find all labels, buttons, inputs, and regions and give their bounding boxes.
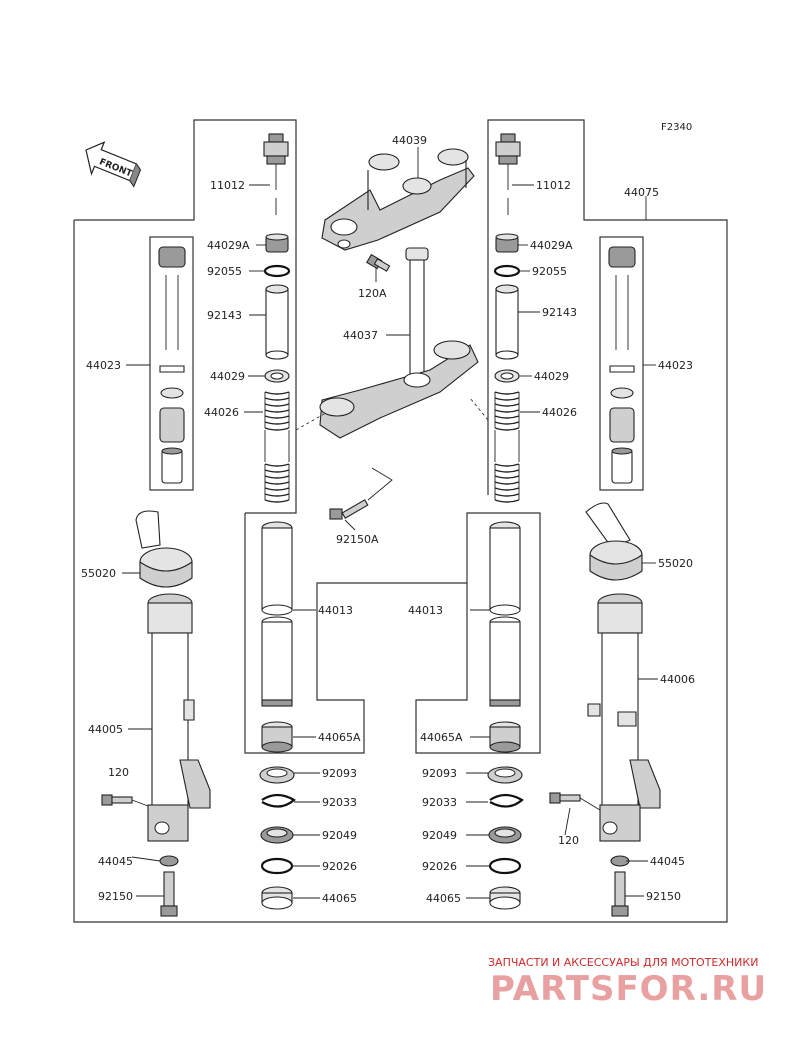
- left-bolt-120: [101, 794, 149, 807]
- label-92033-right: 92033: [422, 796, 457, 809]
- left-assembly-frame: [74, 119, 297, 495]
- label-44023-left: 44023: [86, 359, 121, 372]
- label-44029A-right: 44029A: [530, 239, 573, 252]
- label-44065A-right: 44065A: [420, 731, 463, 744]
- right-oil-seal-92049: [488, 826, 522, 844]
- right-top-cap-bolt: [495, 133, 521, 215]
- label-92143-right: 92143: [542, 306, 577, 319]
- right-spacer-92143: [495, 284, 519, 360]
- label-92150A: 92150A: [336, 533, 379, 546]
- center-frame-left: [244, 495, 488, 754]
- upper-triple-clamp-44039: [321, 148, 475, 251]
- lower-clamp-bolt-92150A: [329, 467, 393, 520]
- label-44013-right: 44013: [408, 604, 443, 617]
- right-inner-tube-44013: [489, 521, 521, 707]
- label-44029-right: 44029: [534, 370, 569, 383]
- right-bolt-120: [549, 792, 601, 811]
- diagram-code: F2340: [661, 122, 692, 133]
- right-clip-92033: [489, 793, 524, 808]
- label-92150-left: 92150: [98, 890, 133, 903]
- left-fork-protector-55020: [135, 510, 193, 588]
- label-92055-left: 92055: [207, 265, 242, 278]
- left-adjuster-44029A: [265, 233, 289, 253]
- left-washer-92026: [260, 857, 294, 875]
- right-outer-tube-44006: [587, 593, 661, 842]
- right-fork-protector-55020: [585, 502, 643, 581]
- right-guide-bush-44065A: [489, 721, 521, 753]
- label-44005: 44005: [88, 723, 123, 736]
- label-92026-left: 92026: [322, 860, 357, 873]
- label-44029-left: 44029: [210, 370, 245, 383]
- right-damper-frame: [599, 236, 644, 491]
- label-44026-right: 44026: [542, 406, 577, 419]
- right-spring-44026: [494, 391, 520, 503]
- left-guide-bush-44065A: [261, 721, 293, 753]
- left-oil-seal-92049: [260, 826, 294, 844]
- label-11012-right: 11012: [536, 179, 571, 192]
- left-spacer-92143: [265, 284, 289, 360]
- label-92150-right: 92150: [646, 890, 681, 903]
- right-dust-seal-92093: [487, 766, 523, 784]
- left-washer-44045: [159, 855, 179, 867]
- label-11012-left: 11012: [210, 179, 245, 192]
- left-damper-frame: [149, 236, 194, 491]
- label-92033-left: 92033: [322, 796, 357, 809]
- label-120-right: 120: [558, 834, 579, 847]
- center-frame-right: [415, 512, 541, 754]
- label-92055-right: 92055: [532, 265, 567, 278]
- label-44045-right: 44045: [650, 855, 685, 868]
- right-damper-rod-44023: [608, 246, 636, 484]
- label-92026-right: 92026: [422, 860, 457, 873]
- label-92093-left: 92093: [322, 767, 357, 780]
- label-44013-left: 44013: [318, 604, 353, 617]
- label-92049-left: 92049: [322, 829, 357, 842]
- left-damper-rod-44023: [158, 246, 186, 484]
- right-o-ring-92055: [493, 264, 521, 278]
- left-outer-tube-44005: [147, 593, 211, 842]
- watermark-brand: PARTSFOR.RU: [490, 969, 767, 1009]
- label-44075: 44075: [624, 186, 659, 199]
- outer-frame: [73, 119, 728, 923]
- left-washer-44029: [264, 369, 290, 383]
- part-labels: 11012 44029A 92055 92143 44023 44029 440…: [81, 134, 695, 905]
- right-adjuster-44029A: [495, 233, 519, 253]
- label-92049-right: 92049: [422, 829, 457, 842]
- label-44065-right: 44065: [426, 892, 461, 905]
- label-92143-left: 92143: [207, 309, 242, 322]
- upper-clamp-bolt-120A: [366, 253, 391, 272]
- label-44045-left: 44045: [98, 855, 133, 868]
- right-bush-44065: [489, 886, 521, 910]
- left-axle-bolt-92150: [160, 871, 178, 917]
- label-120A: 120A: [358, 287, 387, 300]
- left-inner-tube-44013: [261, 521, 293, 707]
- label-44039: 44039: [392, 134, 427, 147]
- label-120-left: 120: [108, 766, 129, 779]
- watermark-caption: ЗАПЧАСТИ И АКСЕССУАРЫ ДЛЯ МОТОТЕХНИКИ: [488, 956, 758, 969]
- leader-lines: [122, 147, 658, 899]
- left-o-ring-92055: [263, 264, 291, 278]
- left-bush-44065: [261, 886, 293, 910]
- front-arrow-icon: FRONT: [85, 141, 142, 188]
- label-44026-left: 44026: [204, 406, 239, 419]
- left-top-cap-bolt: [263, 133, 289, 215]
- label-44065-left: 44065: [322, 892, 357, 905]
- left-clip-92033: [261, 793, 296, 808]
- left-dust-seal-92093: [259, 766, 295, 784]
- label-55020-left: 55020: [81, 567, 116, 580]
- label-44065A-left: 44065A: [318, 731, 361, 744]
- label-92093-right: 92093: [422, 767, 457, 780]
- label-44023-right: 44023: [658, 359, 693, 372]
- steering-stem-44037: [295, 247, 489, 439]
- right-axle-bolt-92150: [611, 871, 629, 917]
- left-spring-44026: [264, 391, 290, 503]
- label-44037: 44037: [343, 329, 378, 342]
- label-44006: 44006: [660, 673, 695, 686]
- right-washer-44029: [494, 369, 520, 383]
- label-55020-right: 55020: [658, 557, 693, 570]
- right-washer-92026: [488, 857, 522, 875]
- label-44029A-left: 44029A: [207, 239, 250, 252]
